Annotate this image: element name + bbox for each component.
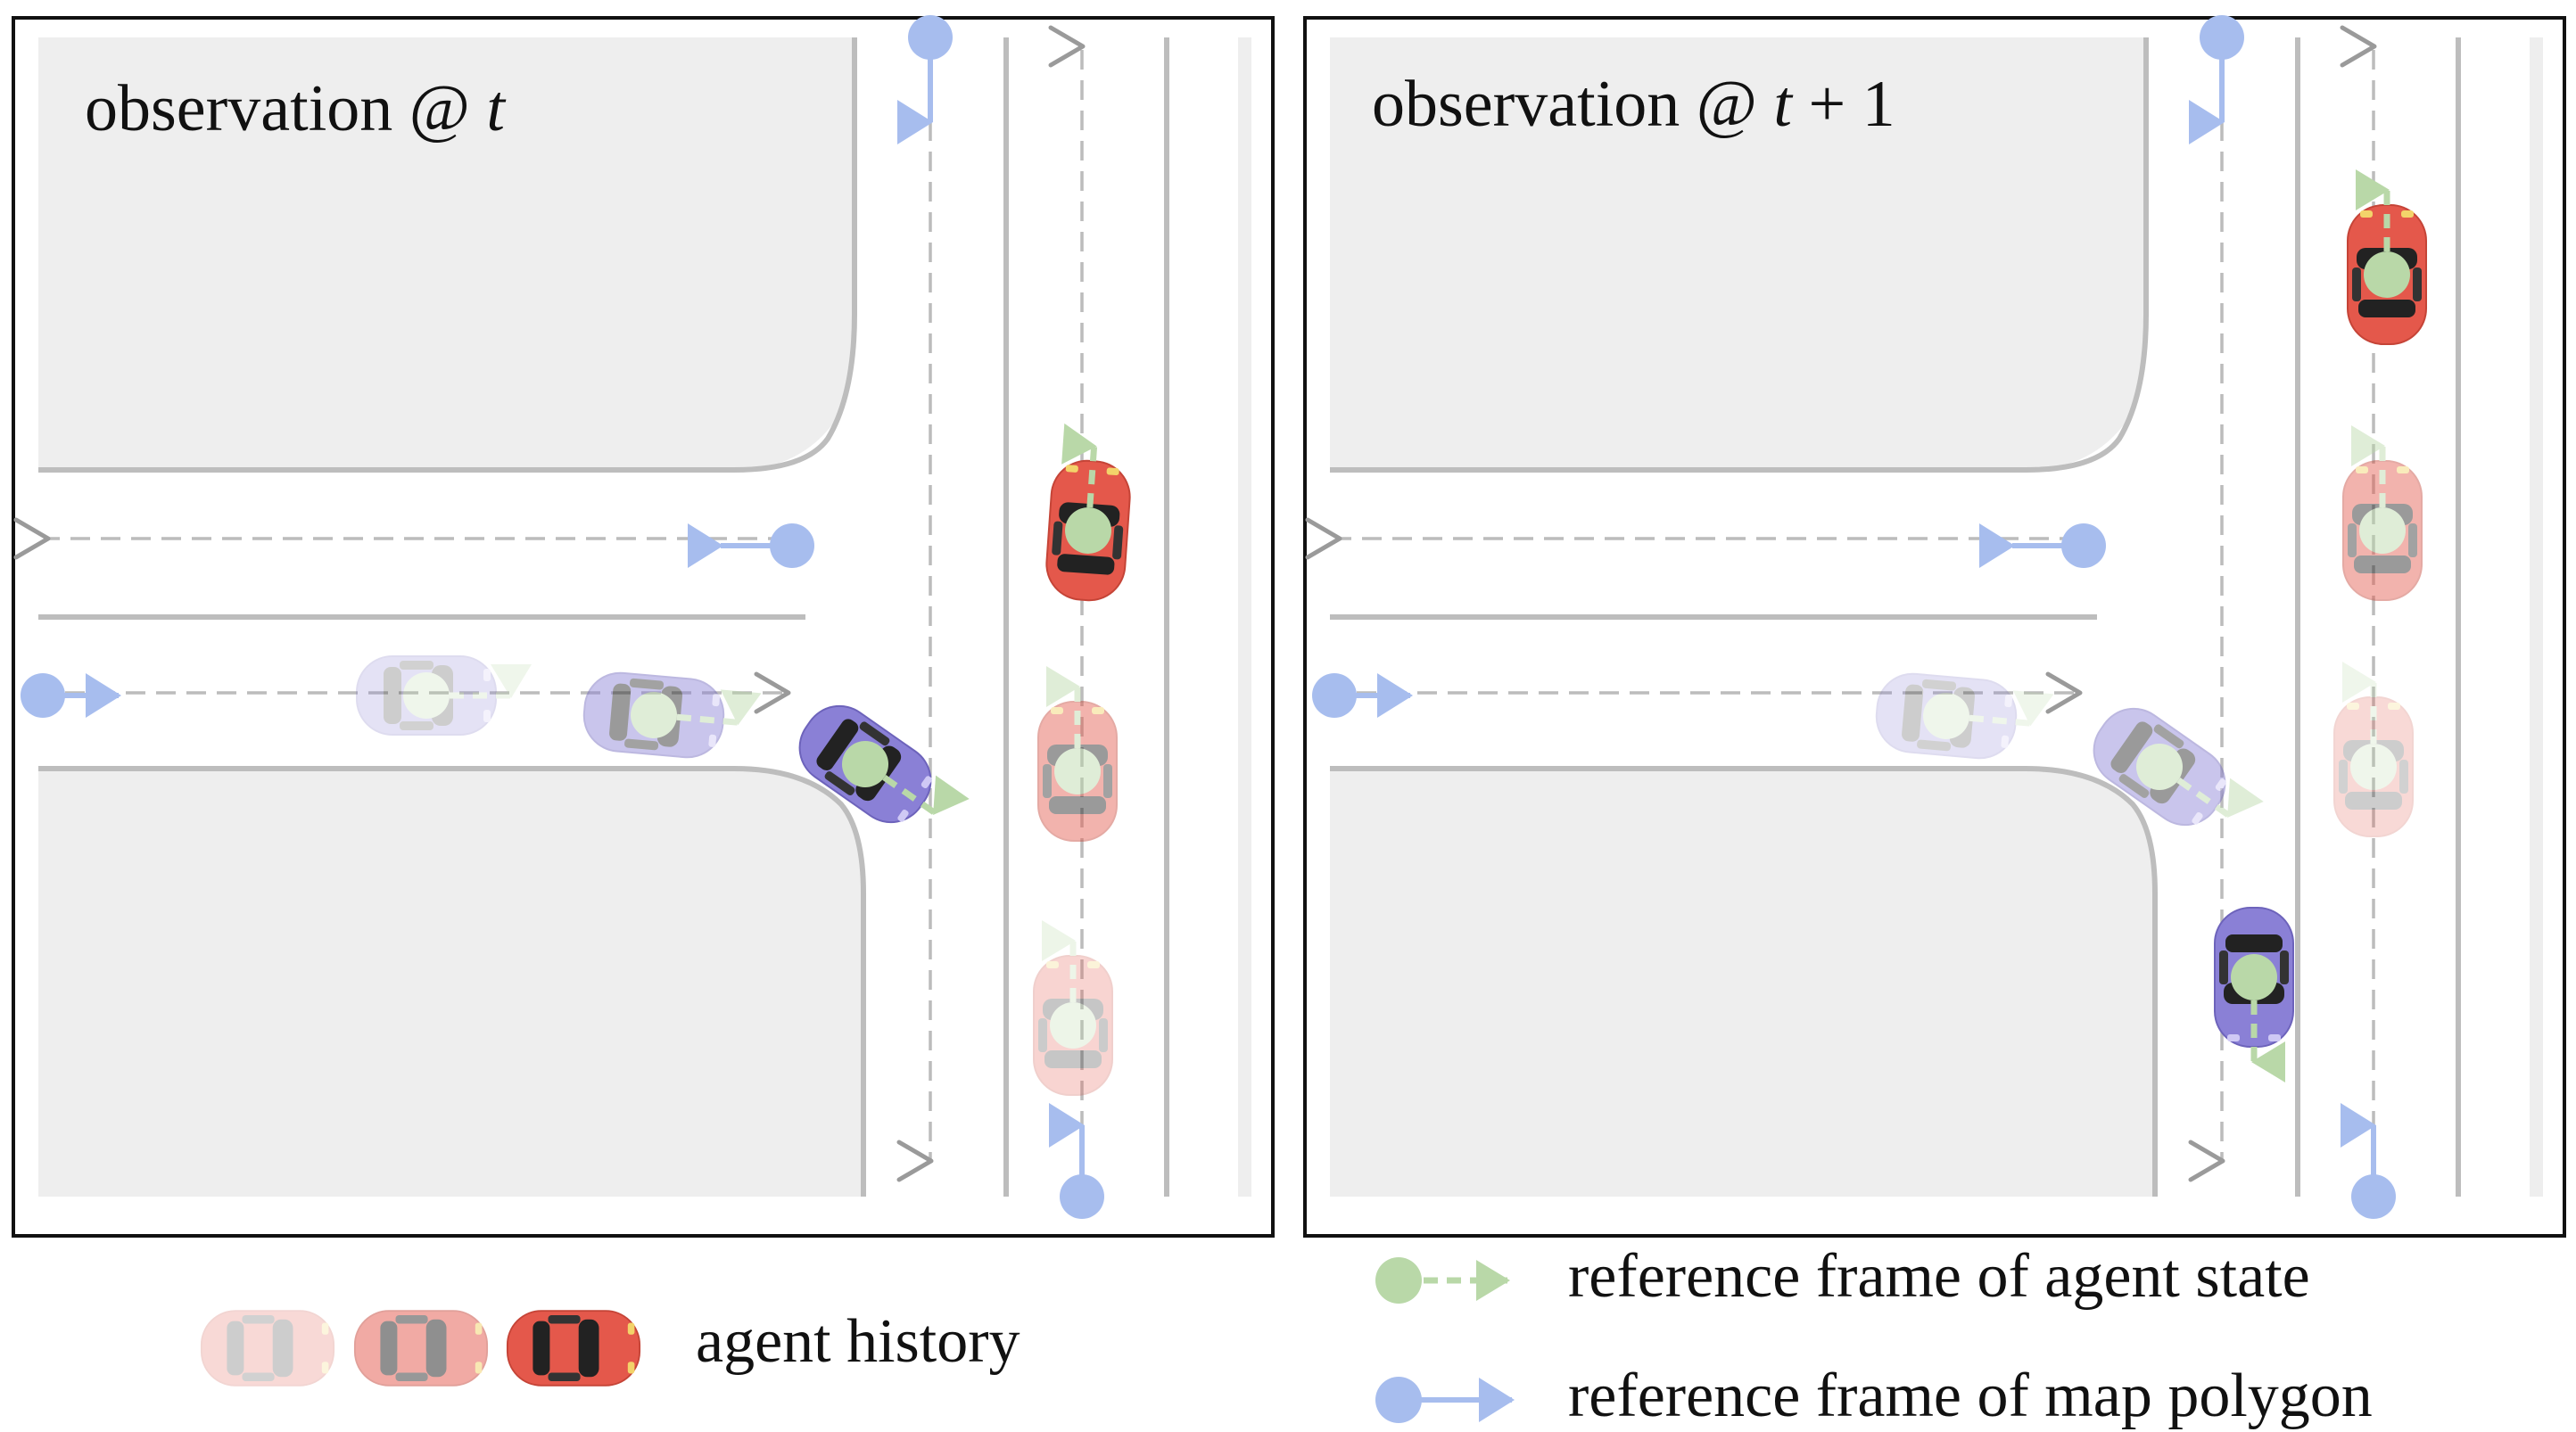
legend-agent-frame bbox=[1375, 1257, 1510, 1304]
legend-map-frame-label: reference frame of map polygon bbox=[1568, 1362, 2373, 1430]
agent-frame-marker-icon bbox=[1375, 1257, 1422, 1304]
red-car-icon bbox=[506, 1310, 641, 1387]
panel-title-t1: observation @ t + 1 bbox=[1372, 68, 1895, 141]
panel-observation-t: observation @ t bbox=[12, 15, 1275, 1238]
legend-history-label: agent history bbox=[696, 1307, 1020, 1376]
panel-title-t: observation @ t bbox=[85, 72, 505, 145]
panel-observation-t1: observation @ t + 1 bbox=[1303, 15, 2566, 1238]
map-frame-marker-icon bbox=[1375, 1377, 1422, 1423]
legend-agent-frame-label: reference frame of agent state bbox=[1568, 1242, 2310, 1311]
legend-agent-history bbox=[200, 1310, 641, 1387]
legend-map-frame bbox=[1375, 1377, 1515, 1423]
